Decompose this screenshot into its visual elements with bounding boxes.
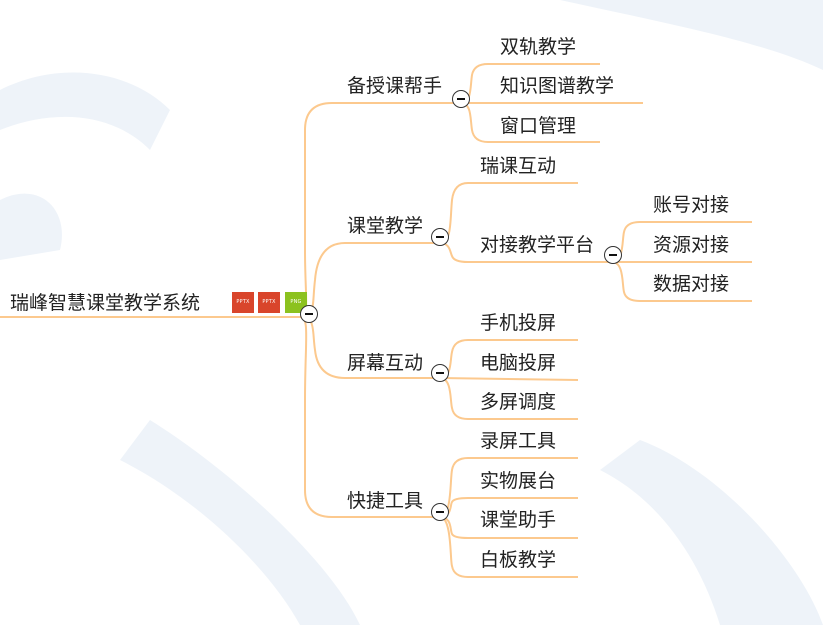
leaf-node[interactable]: 多屏调度 [480, 391, 557, 413]
leaf-node[interactable]: 电脑投屏 [480, 352, 557, 374]
leaf-node[interactable]: 实物展台 [480, 470, 557, 492]
leaf-node[interactable]: 知识图谱教学 [500, 75, 615, 97]
leaf-node[interactable]: 手机投屏 [480, 312, 557, 334]
leaf-node[interactable]: 录屏工具 [480, 430, 557, 452]
sub-branch-label[interactable]: 对接教学平台 [480, 234, 595, 256]
branch-label-tools[interactable]: 快捷工具 [347, 490, 424, 512]
leaf-node[interactable]: 双轨教学 [500, 36, 577, 58]
pptx-badge-icon[interactable]: PPTX [232, 292, 254, 313]
leaf-node[interactable]: 白板教学 [480, 549, 557, 571]
branch-label-prep[interactable]: 备授课帮手 [347, 75, 443, 97]
branch-collapse-button[interactable] [431, 503, 449, 521]
pptx-badge-icon[interactable]: PPTX [258, 292, 280, 313]
leaf-node[interactable]: 窗口管理 [500, 115, 577, 137]
leaf-node[interactable]: 资源对接 [653, 234, 730, 256]
branch-label-screen[interactable]: 屏幕互动 [347, 352, 424, 374]
leaf-node[interactable]: 账号对接 [653, 194, 730, 216]
branch-collapse-button[interactable] [431, 364, 449, 382]
root-node-label[interactable]: 瑞峰智慧课堂教学系统 [10, 292, 201, 314]
leaf-node[interactable]: 课堂助手 [480, 509, 557, 531]
root-collapse-button[interactable] [300, 305, 318, 323]
leaf-node[interactable]: 数据对接 [653, 273, 730, 295]
branch-collapse-button[interactable] [452, 90, 470, 108]
branch-label-classroom[interactable]: 课堂教学 [347, 215, 424, 237]
leaf-node[interactable]: 瑞课互动 [480, 155, 557, 177]
branch-collapse-button[interactable] [431, 228, 449, 246]
sub-branch-collapse-button[interactable] [604, 246, 622, 264]
